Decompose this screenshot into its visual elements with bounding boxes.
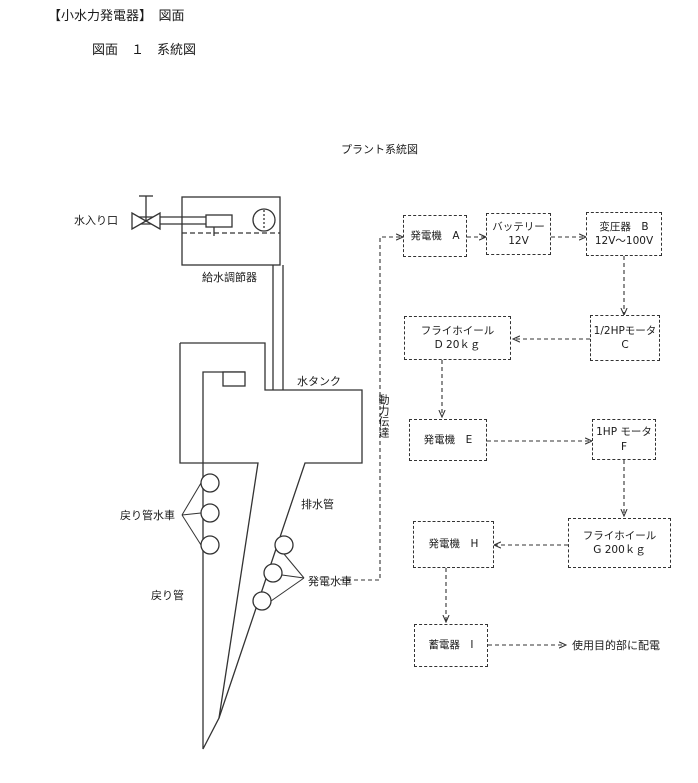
motor-f-block: 1HP モータ F bbox=[592, 419, 656, 460]
supply-regulator-label: 給水調節器 bbox=[202, 271, 257, 284]
flywheel-d-block: フライホイール D 20ｋｇ bbox=[404, 316, 511, 360]
flywheel-g-block: フライホイール G 200ｋｇ bbox=[568, 518, 671, 568]
inlet-valve bbox=[131, 195, 206, 231]
flywheel-g-mass: G 200ｋｇ bbox=[593, 544, 646, 556]
return-pipe-waterwheels bbox=[200, 473, 220, 555]
battery-voltage: 12V bbox=[508, 235, 529, 247]
motor-c-block: 1/2HPモータ C bbox=[590, 315, 660, 361]
transformer-b-label: 変圧器 B bbox=[599, 220, 649, 233]
generator-e-label: 発電機 E bbox=[423, 433, 473, 446]
section-title: 【小水力発電器】 図面 bbox=[48, 9, 185, 24]
transformer-b-block: 変圧器 B 12V～100V bbox=[586, 212, 662, 256]
power-transmission-label: 動力伝達 bbox=[377, 394, 390, 438]
flywheel-d-label: フライホイール bbox=[420, 324, 495, 337]
diagram-title: プラント系統図 bbox=[341, 143, 418, 156]
output-label: 使用目的部に配電 bbox=[572, 639, 660, 652]
supply-regulator bbox=[181, 196, 281, 266]
storage-i-label: 蓄電器 I bbox=[428, 639, 474, 652]
motor-c-id: C bbox=[621, 339, 629, 351]
battery-label: バッテリー bbox=[492, 220, 545, 233]
water-tank-label: 水タンク bbox=[297, 375, 341, 388]
flywheel-d-mass: D 20ｋｇ bbox=[434, 339, 481, 351]
generator-a-block: 発電機 A bbox=[403, 215, 467, 257]
return-pipe-waterwheel-label: 戻り管水車 bbox=[120, 509, 175, 522]
storage-i-block: 蓄電器 I bbox=[414, 624, 488, 667]
generator-h-block: 発電機 H bbox=[413, 521, 494, 568]
generator-e-block: 発電機 E bbox=[409, 419, 487, 461]
drain-pipe-label: 排水管 bbox=[301, 498, 334, 511]
motor-f-id: F bbox=[620, 440, 628, 453]
motor-f-label: 1HP モータ bbox=[596, 426, 652, 439]
water-inlet-label: 水入り口 bbox=[74, 214, 118, 227]
transformer-b-range: 12V～100V bbox=[594, 235, 654, 247]
power-transmission-line bbox=[340, 237, 403, 581]
motor-c-label: 1/2HPモータ bbox=[593, 324, 657, 337]
figure-title: 図面 １ 系統図 bbox=[92, 43, 197, 58]
generator-a-label: 発電機 A bbox=[410, 229, 460, 242]
generator-waterwheel-label: 発電水車 bbox=[308, 575, 352, 588]
generator-h-label: 発電機 H bbox=[428, 538, 479, 551]
generator-waterwheels bbox=[252, 535, 294, 611]
battery-block: バッテリー 12V bbox=[486, 213, 551, 255]
return-pipe-label: 戻り管 bbox=[151, 589, 184, 602]
flywheel-g-label: フライホイール bbox=[582, 529, 657, 542]
